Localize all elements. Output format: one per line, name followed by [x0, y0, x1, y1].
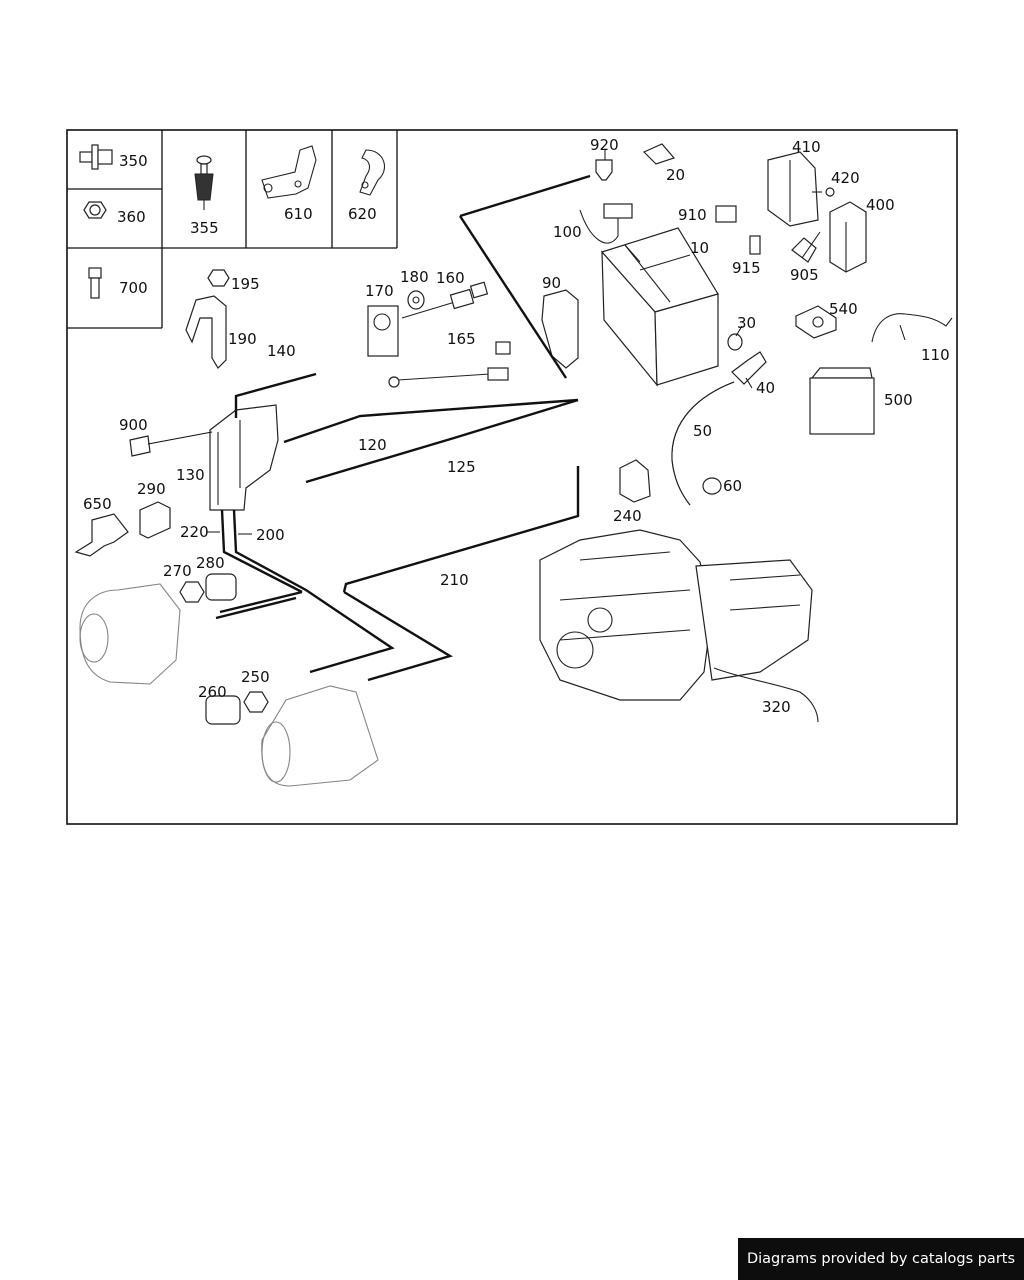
bolt-350-drawing [79, 144, 113, 170]
callout-420: 420 [831, 169, 860, 187]
leader-lines [147, 150, 906, 535]
credit-banner: Diagrams provided by catalogs parts [738, 1238, 1024, 1280]
callout-650: 650 [83, 495, 112, 513]
callout-355: 355 [190, 219, 219, 237]
pad-20-drawing [642, 143, 676, 165]
cover-905-drawing [791, 237, 817, 263]
battery-400-drawing [829, 201, 867, 273]
small-parts-table [67, 130, 398, 329]
bracket-650-drawing [74, 513, 129, 557]
callout-290: 290 [137, 480, 166, 498]
fuse-915-drawing [749, 235, 761, 255]
callout-40: 40 [756, 379, 775, 397]
terminal-540-drawing [795, 305, 837, 339]
callout-910: 910 [678, 206, 707, 224]
diagram-frame [66, 129, 958, 825]
screw-420-drawing [812, 187, 835, 197]
callout-50: 50 [693, 422, 712, 440]
callout-900: 900 [119, 416, 148, 434]
callout-270: 270 [163, 562, 192, 580]
callout-200: 200 [256, 526, 285, 544]
callout-165: 165 [447, 330, 476, 348]
module-410-drawing [767, 151, 819, 227]
nut-180-drawing [407, 290, 425, 310]
callout-160: 160 [436, 269, 465, 287]
bolt-355-drawing [194, 155, 214, 210]
cable-100-clip [603, 203, 633, 219]
cable-160-drawing [401, 281, 489, 319]
callout-30: 30 [737, 314, 756, 332]
callout-250: 250 [241, 668, 270, 686]
callout-915: 915 [732, 259, 761, 277]
cable-110-drawing [871, 313, 953, 343]
callout-350: 350 [119, 152, 148, 170]
bracket-610-drawing [261, 145, 317, 199]
nut-250-drawing [243, 691, 269, 713]
callout-240: 240 [613, 507, 642, 525]
wiring-harness-lines [215, 174, 591, 682]
engine-drawing [539, 529, 813, 701]
clip-900-drawing [129, 435, 151, 457]
callout-140: 140 [267, 342, 296, 360]
battery-10-drawing [600, 227, 719, 387]
callout-195: 195 [231, 275, 260, 293]
cap-260-drawing [205, 695, 241, 725]
callout-280: 280 [196, 554, 225, 572]
battery-500-drawing [809, 367, 875, 435]
starter-drawing [261, 685, 379, 787]
clamp-620-drawing [359, 149, 386, 196]
callout-90: 90 [542, 274, 561, 292]
callout-920: 920 [590, 136, 619, 154]
cable-165-drawing [388, 341, 511, 388]
cap-280-drawing [205, 573, 237, 601]
callout-100: 100 [553, 223, 582, 241]
cable-100-drawing [579, 209, 619, 244]
callout-170: 170 [365, 282, 394, 300]
bracket-90-drawing [541, 289, 579, 369]
callout-125: 125 [447, 458, 476, 476]
callout-400: 400 [866, 196, 895, 214]
nut-270-drawing [179, 581, 205, 603]
plug-30-drawing [727, 333, 743, 351]
callout-700: 700 [119, 279, 148, 297]
callout-500: 500 [884, 391, 913, 409]
callout-905: 905 [790, 266, 819, 284]
callout-110: 110 [921, 346, 950, 364]
callout-60: 60 [723, 477, 742, 495]
nut-360-drawing [83, 201, 107, 219]
nut-195-drawing [207, 269, 230, 287]
callout-130: 130 [176, 466, 205, 484]
callout-320: 320 [762, 698, 791, 716]
callout-620: 620 [348, 205, 377, 223]
holder-170-drawing [367, 305, 399, 357]
connector-920-drawing [595, 159, 613, 181]
callout-10: 10 [690, 239, 709, 257]
bracket-190-drawing [185, 295, 227, 369]
callout-190: 190 [228, 330, 257, 348]
callout-410: 410 [792, 138, 821, 156]
fusebox-130-drawing [209, 404, 279, 511]
hose-40-drawing [731, 351, 767, 385]
relay-910-drawing [715, 205, 737, 223]
callout-260: 260 [198, 683, 227, 701]
callout-610: 610 [284, 205, 313, 223]
callout-180: 180 [400, 268, 429, 286]
callout-labels: 350 360 700 355 610 620 920 20 410 420 4… [83, 136, 950, 716]
callout-210: 210 [440, 571, 469, 589]
cable-320-drawing [713, 667, 819, 723]
bracket-290-drawing [139, 501, 171, 539]
callout-120: 120 [358, 436, 387, 454]
grommet-60-drawing [702, 477, 722, 495]
callout-220: 220 [180, 523, 209, 541]
callout-360: 360 [117, 208, 146, 226]
alternator-drawing [79, 583, 181, 685]
credit-text: Diagrams provided by catalogs parts [746, 1251, 1016, 1267]
callout-20: 20 [666, 166, 685, 184]
stud-700-drawing [88, 267, 102, 299]
callout-540: 540 [829, 300, 858, 318]
bracket-240-drawing [619, 459, 651, 503]
